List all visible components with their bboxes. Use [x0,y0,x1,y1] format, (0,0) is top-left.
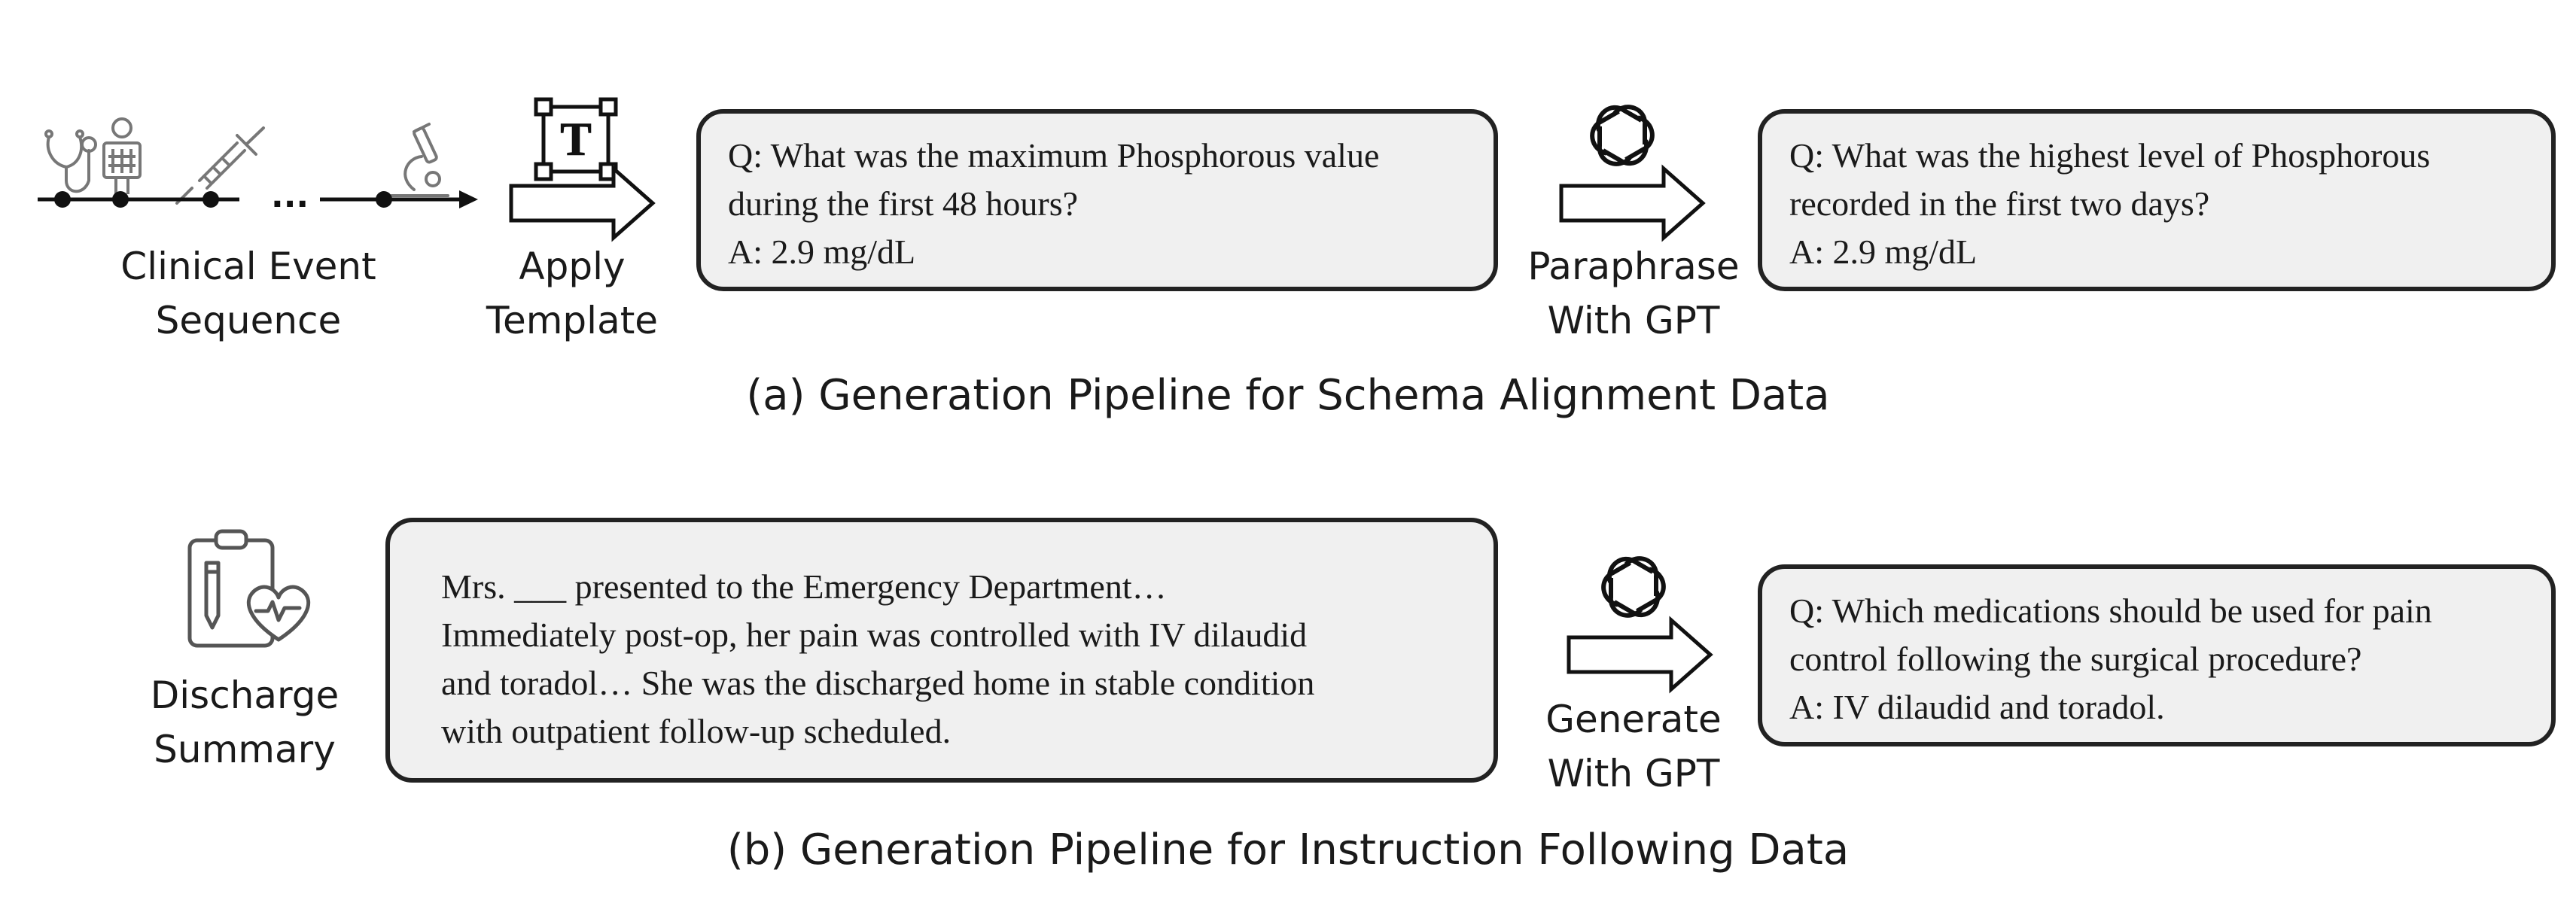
template-question-line1: Q: What was the maximum Phosphorous valu… [728,136,1380,175]
generate-with-gpt-label: Generate With GPT [1545,698,1722,795]
syringe-icon [175,126,265,205]
template-question-line2: during the first 48 hours? [728,184,1079,223]
generated-question-line2: control following the surgical procedure… [1789,640,2362,678]
paraphrased-question-line1: Q: What was the highest level of Phospho… [1789,136,2431,175]
discharge-summary-label: Discharge Summary [150,673,340,771]
summary-line4: with outpatient follow-up scheduled. [441,712,952,750]
template-qa-box: Q: What was the maximum Phosphorous valu… [696,109,1498,291]
discharge-summary-box: Mrs. ___ presented to the Emergency Depa… [385,518,1498,783]
summary-line2: Immediately post-op, her pain was contro… [441,616,1308,654]
summary-line3: and toradol… She was the discharged home… [441,664,1315,702]
template-icon: T [534,97,618,181]
clipboard-heart-icon [187,529,311,648]
right-arrow-icon [1559,164,1706,242]
openai-logo-icon [1590,105,1655,166]
svg-text:T: T [560,114,591,166]
paraphrased-qa-box: Q: What was the highest level of Phospho… [1758,109,2556,291]
openai-logo-icon [1601,556,1666,618]
right-arrow-icon [509,164,656,242]
generated-qa-box: Q: Which medications should be used for … [1758,564,2556,746]
caption-a: (a) Generation Pipeline for Schema Align… [746,371,1830,420]
xray-patient-icon [102,117,142,194]
clinical-event-timeline: ... [38,117,478,215]
paraphrase-with-gpt-label: Paraphrase With GPT [1527,245,1740,342]
apply-template-label: Apply Template [486,245,659,342]
right-arrow-icon [1567,616,1713,694]
generated-question-line1: Q: Which medications should be used for … [1789,591,2432,630]
generated-answer: A: IV dilaudid and toradol. [1789,688,2165,726]
summary-line1: Mrs. ___ presented to the Emergency Depa… [441,567,1167,606]
paraphrased-answer: A: 2.9 mg/dL [1789,233,1978,271]
template-answer: A: 2.9 mg/dL [728,233,916,271]
timeline-ellipsis: ... [271,177,309,215]
clinical-event-sequence-label: Clinical Event Sequence [120,245,376,342]
paraphrased-question-line2: recorded in the first two days? [1789,184,2210,223]
caption-b: (b) Generation Pipeline for Instruction … [726,825,1850,874]
stethoscope-icon [44,129,97,193]
microscope-icon [390,123,449,197]
